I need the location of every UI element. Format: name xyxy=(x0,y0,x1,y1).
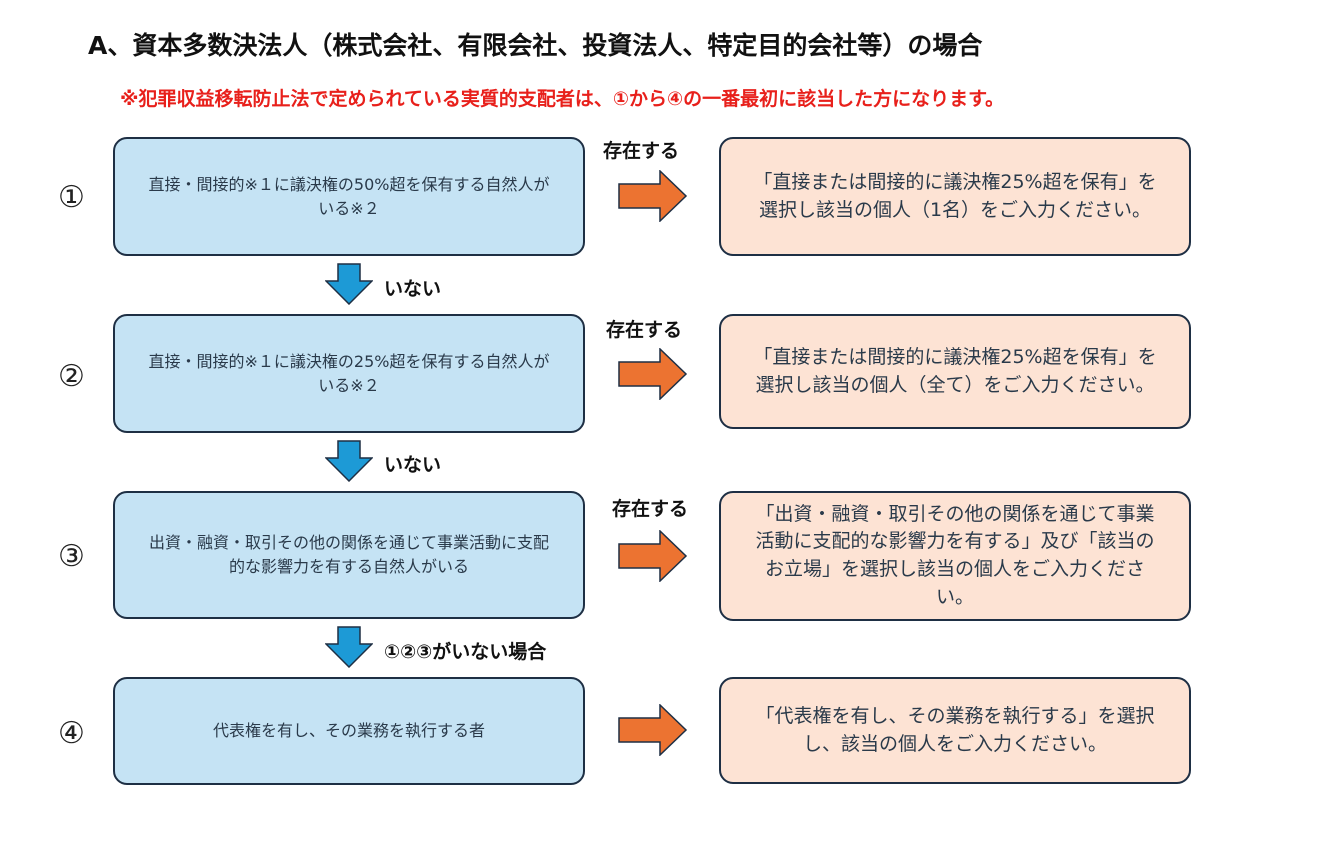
next-label-2: いない xyxy=(384,454,442,476)
result-text-3: 「出資・融資・取引その他の関係を通じて事業活動に支配的な影響力を有する」及び「該… xyxy=(755,502,1155,608)
result-box-1: 「直接または間接的に議決権25%超を保有」を選択し該当の個人（1名）をご入力くだ… xyxy=(719,137,1191,256)
result-text-2: 「直接または間接的に議決権25%超を保有」を選択し該当の個人（全て）をご入力くだ… xyxy=(753,345,1157,396)
result-box-3: 「出資・融資・取引その他の関係を通じて事業活動に支配的な影響力を有する」及び「該… xyxy=(719,491,1191,621)
next-label-3: ①②③がいない場合 xyxy=(384,641,547,663)
step-number-2: ② xyxy=(58,359,85,394)
result-text-4: 「代表権を有し、その業務を執行する」を選択し、該当の個人をご入力ください。 xyxy=(755,704,1155,755)
exists-label-2: 存在する xyxy=(606,319,683,341)
condition-text-3: 出資・融資・取引その他の関係を通じて事業活動に支配的な影響力を有する自然人がいる xyxy=(148,533,549,576)
exists-label-1: 存在する xyxy=(603,140,680,162)
condition-box-4: 代表権を有し、その業務を執行する者 xyxy=(113,677,585,785)
down-arrow-icon xyxy=(325,263,373,305)
right-arrow-icon xyxy=(618,530,688,582)
condition-box-2: 直接・間接的※１に議決権の25%超を保有する自然人がいる※２ xyxy=(113,314,585,433)
next-label-1: いない xyxy=(384,278,442,300)
condition-box-3: 出資・融資・取引その他の関係を通じて事業活動に支配的な影響力を有する自然人がいる xyxy=(113,491,585,619)
result-text-1: 「直接または間接的に議決権25%超を保有」を選択し該当の個人（1名）をご入力くだ… xyxy=(753,170,1157,221)
exists-label-3: 存在する xyxy=(612,498,689,520)
right-arrow-icon xyxy=(618,170,688,222)
page-title: A、資本多数決法人（株式会社、有限会社、投資法人、特定目的会社等）の場合 xyxy=(88,31,983,60)
right-arrow-icon xyxy=(618,704,688,756)
step-number-4: ④ xyxy=(58,716,85,751)
step-number-1: ① xyxy=(58,180,85,215)
condition-text-1: 直接・間接的※１に議決権の50%超を保有する自然人がいる※２ xyxy=(148,174,550,218)
step-number-3: ③ xyxy=(58,539,85,574)
condition-text-4: 代表権を有し、その業務を執行する者 xyxy=(212,721,485,740)
right-arrow-icon xyxy=(618,348,688,400)
result-box-2: 「直接または間接的に議決権25%超を保有」を選択し該当の個人（全て）をご入力くだ… xyxy=(719,314,1191,429)
down-arrow-icon xyxy=(325,626,373,668)
definition-note: ※犯罪収益移転防止法で定められている実質的支配者は、①から④の一番最初に該当した… xyxy=(120,88,1005,110)
down-arrow-icon xyxy=(325,440,373,482)
condition-box-1: 直接・間接的※１に議決権の50%超を保有する自然人がいる※２ xyxy=(113,137,585,256)
condition-text-2: 直接・間接的※１に議決権の25%超を保有する自然人がいる※２ xyxy=(148,351,550,395)
result-box-4: 「代表権を有し、その業務を執行する」を選択し、該当の個人をご入力ください。 xyxy=(719,677,1191,784)
